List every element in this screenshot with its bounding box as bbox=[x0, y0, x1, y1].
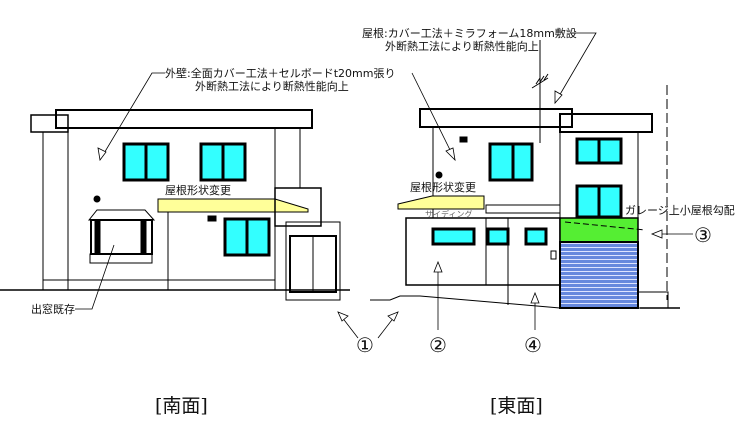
marker-4: ④ bbox=[524, 333, 542, 357]
wall-note-line1: 外壁:全面カバー工法＋セルボードt20mm張り bbox=[165, 66, 395, 80]
siding-label: サイディング bbox=[425, 209, 472, 219]
marker-3: ③ bbox=[694, 223, 712, 247]
garage-roof-label: ガレージ上小屋根勾配 bbox=[625, 203, 735, 217]
window bbox=[122, 142, 271, 257]
wall-note-line2: 外断熱工法により断熱性能向上 bbox=[195, 79, 349, 93]
bay-window bbox=[87, 209, 156, 264]
east-canopy bbox=[397, 195, 485, 210]
south-roof-change-label: 屋根形状変更 bbox=[165, 183, 231, 197]
leader-lines bbox=[75, 32, 693, 339]
south-elevation-title: [南面] bbox=[155, 395, 208, 417]
roof-note-line2: 外断熱工法により断熱性能向上 bbox=[385, 39, 539, 53]
roof-note-line1: 屋根:カバー工法＋ミラフォーム18mm敷設 bbox=[362, 26, 577, 40]
marker-1: ① bbox=[356, 333, 374, 357]
south-elevation bbox=[0, 109, 350, 301]
east-elevation-title: [東面] bbox=[490, 395, 543, 417]
window bbox=[431, 137, 623, 246]
bay-window-label: 出窓既存 bbox=[31, 302, 75, 316]
south-canopy bbox=[157, 198, 309, 213]
marker-2: ② bbox=[429, 333, 447, 357]
east-elevation bbox=[370, 40, 680, 309]
east-roof-change-label: 屋根形状変更 bbox=[410, 180, 476, 194]
